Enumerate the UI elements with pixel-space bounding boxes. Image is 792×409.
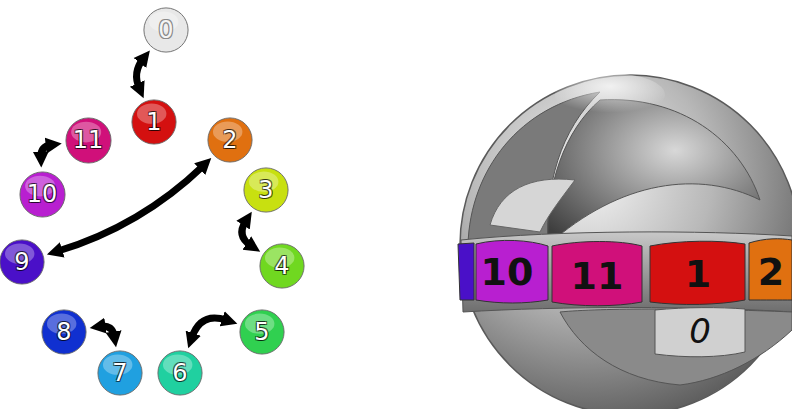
tile-number: 10 — [481, 253, 534, 291]
number-circle: 11 — [65, 117, 112, 164]
swap-arrow — [57, 166, 203, 252]
node-number: 3 — [258, 178, 273, 202]
number-circle: 5 — [239, 309, 285, 355]
node-number: 7 — [112, 361, 127, 385]
number-circle: 6 — [157, 350, 203, 396]
number-circle: 0 — [143, 7, 189, 53]
node-number: 2 — [222, 128, 237, 152]
node-number: 4 — [274, 254, 289, 278]
number-circle: 8 — [41, 309, 87, 355]
node-number: 6 — [172, 361, 187, 385]
node-number: 10 — [27, 182, 58, 206]
number-circle: 2 — [207, 117, 253, 163]
tile-number: 11 — [571, 257, 624, 295]
node-number: 5 — [254, 320, 269, 344]
node-number: 1 — [146, 110, 161, 134]
swap-arrow — [137, 59, 143, 88]
node-number: 0 — [158, 18, 173, 42]
number-circle: 10 — [19, 171, 66, 218]
swap-arrow — [101, 326, 115, 336]
tile-number: 1 — [685, 255, 711, 293]
number-circle: 1 — [131, 99, 177, 145]
number-circle: 3 — [243, 167, 289, 213]
node-number: 11 — [73, 128, 104, 152]
number-circle: 7 — [97, 350, 143, 396]
swap-arrow — [192, 318, 227, 338]
swap-arrow — [242, 221, 251, 246]
number-circle: 4 — [259, 243, 305, 289]
tile-number: 2 — [758, 253, 784, 291]
number-circle: 9 — [0, 239, 45, 285]
tile-number: 0 — [689, 314, 711, 348]
node-number: 8 — [56, 320, 71, 344]
swap-arrow — [41, 145, 51, 157]
node-number: 9 — [14, 250, 29, 274]
